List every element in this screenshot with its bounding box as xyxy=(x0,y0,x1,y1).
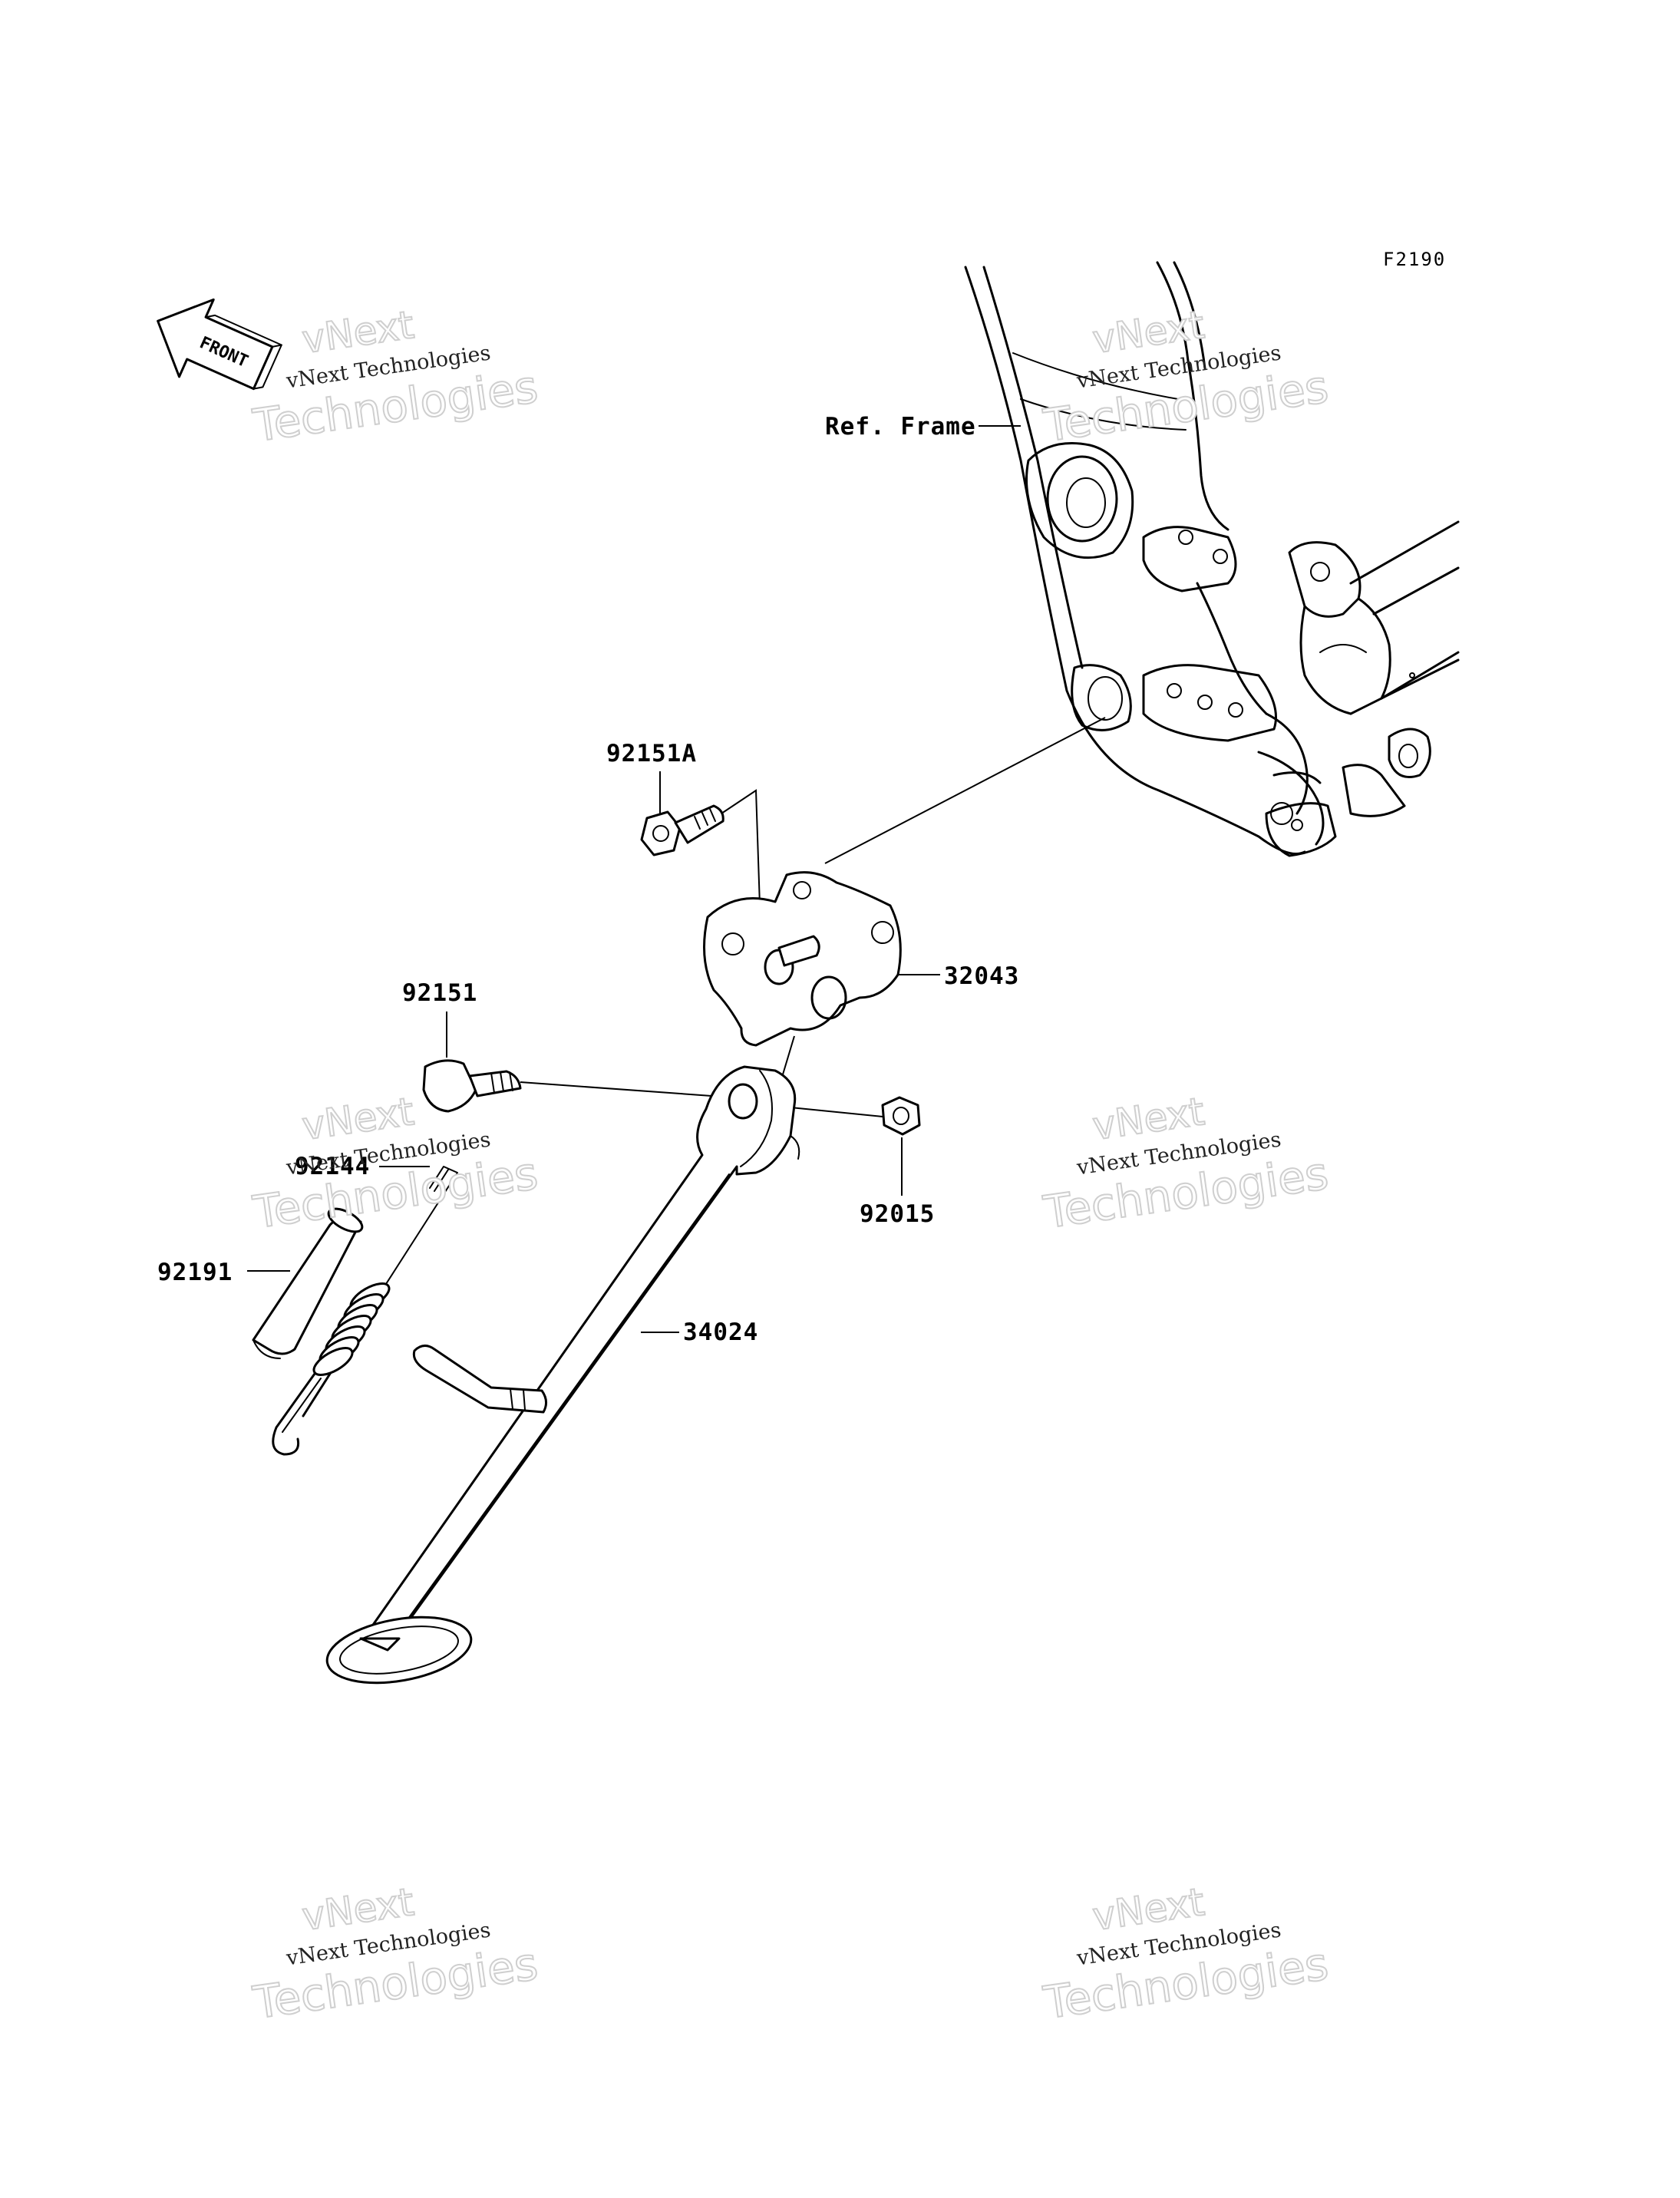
diagram-code: F2190 xyxy=(1383,249,1446,270)
watermark-top-left: vNext vNext Technologies Technologies xyxy=(249,302,541,453)
leader-92151-to-stand xyxy=(520,1081,734,1098)
watermark-mid-left: vNext vNext Technologies Technologies xyxy=(249,1088,541,1239)
svg-text:vNext: vNext xyxy=(299,302,417,362)
part-92144-spring xyxy=(272,1166,458,1456)
part-34024-side-stand xyxy=(325,1065,800,1685)
watermark-bottom-right: vNext vNext Technologies Technologies xyxy=(1039,1879,1332,2030)
part-label-92151a: 92151A xyxy=(606,740,697,767)
leader-stand-to-nut xyxy=(782,1106,883,1117)
ref-frame-label: Ref. Frame xyxy=(825,413,976,441)
part-92151-pivot-bolt xyxy=(422,1059,522,1113)
part-label-32043: 32043 xyxy=(944,962,1019,990)
part-label-92151: 92151 xyxy=(402,979,477,1007)
watermark-top-right: vNext vNext Technologies Technologies xyxy=(1039,302,1332,453)
part-92015-nut xyxy=(881,1096,921,1136)
leader-92151a-to-bracket xyxy=(721,789,761,906)
part-label-34024: 34024 xyxy=(683,1318,758,1346)
part-label-92191: 92191 xyxy=(157,1259,233,1286)
spring-coils xyxy=(312,1282,391,1376)
leader-bracket-to-frame xyxy=(824,717,1106,864)
part-label-92144: 92144 xyxy=(295,1153,370,1180)
watermark-bottom-left: vNext vNext Technologies Technologies xyxy=(249,1879,541,2030)
front-arrow-icon: FRONT xyxy=(157,298,282,391)
part-92191-collar xyxy=(252,1207,364,1359)
part-32043-bracket xyxy=(703,871,902,1047)
part-label-92015: 92015 xyxy=(860,1200,935,1228)
part-92151a-bolt xyxy=(640,804,724,856)
frame-drawing xyxy=(964,261,1460,857)
watermark-mid-right: vNext vNext Technologies Technologies xyxy=(1039,1088,1332,1239)
